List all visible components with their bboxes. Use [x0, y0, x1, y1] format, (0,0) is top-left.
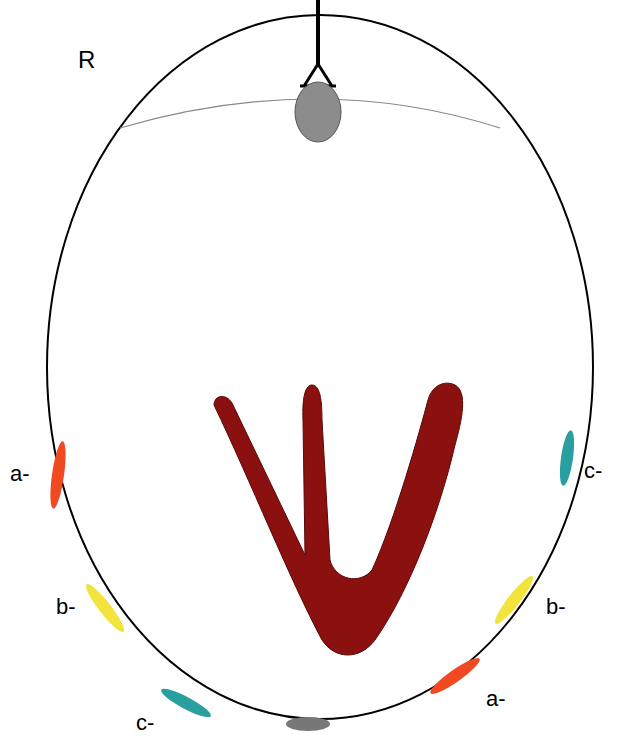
- nose-line: [316, 0, 320, 66]
- orientation-label: R: [78, 48, 95, 72]
- electrode-b-left: [82, 581, 128, 636]
- electrode-a-right: [427, 654, 483, 698]
- electrode-c-left: [158, 685, 213, 722]
- head-outline: [47, 15, 593, 719]
- electrode-b-right: [491, 573, 537, 628]
- nasion-marker: [295, 82, 341, 142]
- electrode-label: c-: [136, 712, 154, 734]
- electrode-label: a-: [10, 463, 30, 485]
- electrode-a-left: [47, 440, 68, 509]
- inion-marker: [286, 717, 330, 731]
- ventricles: [214, 383, 463, 655]
- electrode-label: a-: [486, 688, 506, 710]
- electrode-label: c-: [584, 460, 602, 482]
- electrode-c-right: [557, 429, 577, 486]
- electrode-label: b-: [546, 596, 566, 618]
- electrode-label: b-: [56, 596, 76, 618]
